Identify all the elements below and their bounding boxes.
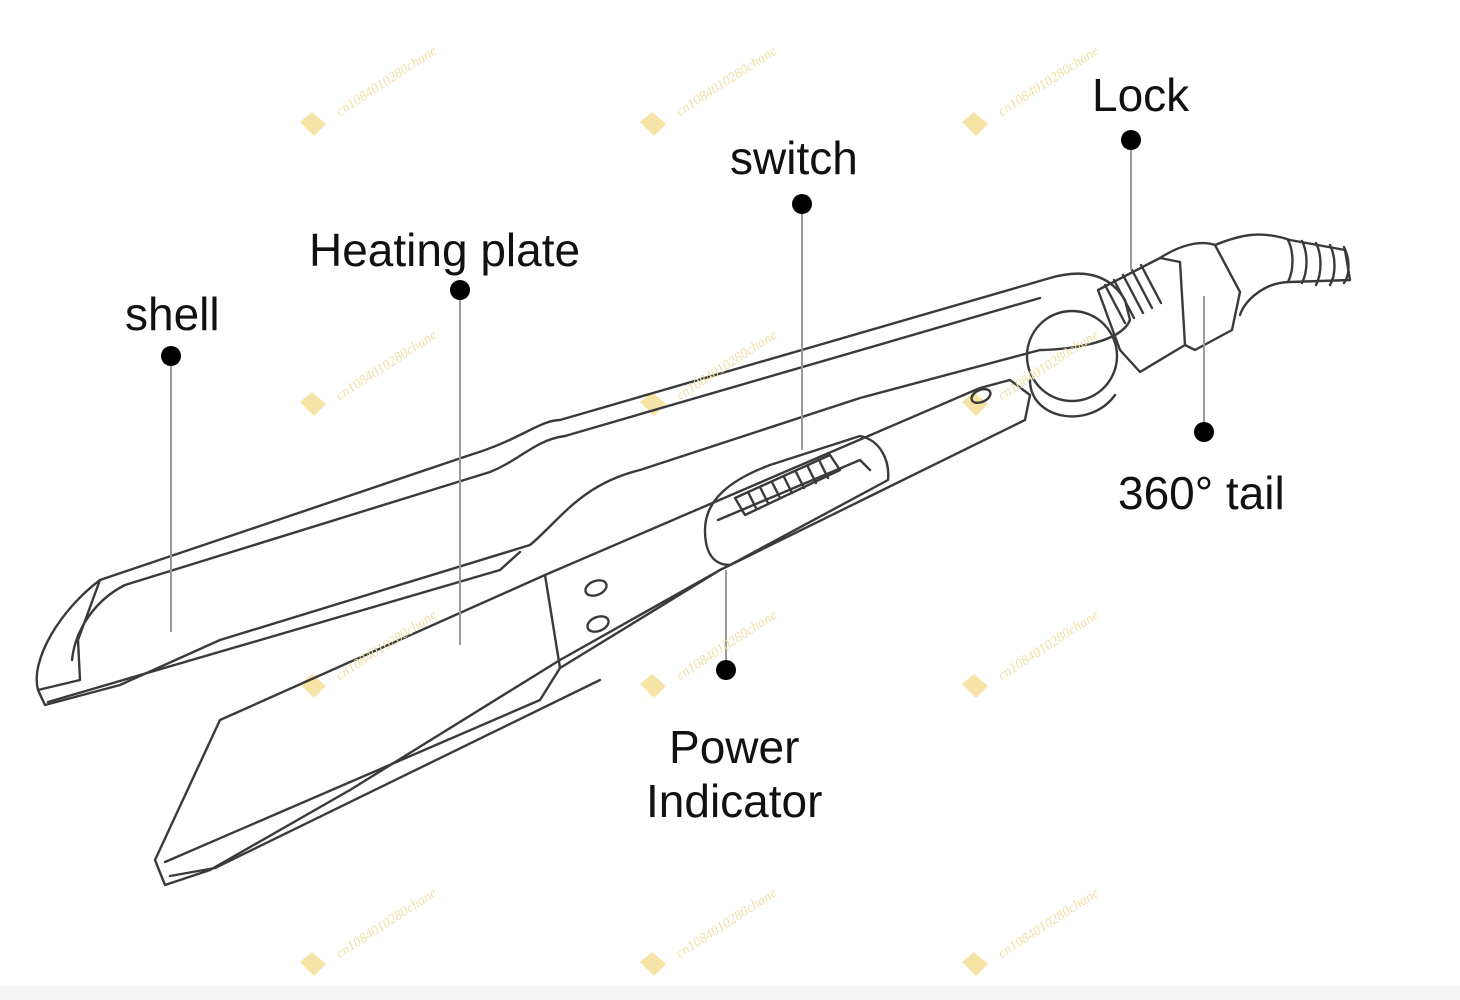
- bracket-hole-1: [584, 579, 608, 597]
- dot-power: [716, 660, 736, 680]
- label-switch: switch: [730, 132, 858, 184]
- upper-arm-inner: [70, 296, 1042, 662]
- label-360-tail: 360° tail: [1118, 467, 1285, 519]
- lock-ridges: [1103, 263, 1163, 325]
- upper-arm-outline: [35, 272, 1132, 707]
- switch-housing: [703, 434, 890, 567]
- bracket-hole-2: [586, 615, 610, 633]
- label-power-line1: Power: [669, 721, 800, 773]
- hinge-knob-rim: [1028, 378, 1117, 418]
- bottom-strip: [0, 986, 1460, 1000]
- tail-sleeve: [1158, 241, 1242, 352]
- dot-lock: [1121, 130, 1141, 150]
- heating-plate-inner: [163, 666, 562, 864]
- label-shell: shell: [125, 288, 220, 340]
- switch-ridges: [746, 460, 830, 510]
- plate-bracket: [543, 568, 722, 670]
- dot-switch: [792, 194, 812, 214]
- dot-heating-plate: [450, 280, 470, 300]
- heating-plate-edge: [168, 678, 602, 878]
- label-lock: Lock: [1092, 69, 1190, 121]
- label-heating-plate: Heating plate: [309, 224, 581, 276]
- label-power-indicator: Power Indicator: [646, 720, 822, 828]
- upper-arm-edge: [46, 550, 522, 704]
- watermark-marks: [300, 112, 988, 976]
- cord-coils: [1286, 238, 1350, 287]
- label-power-line2: Indicator: [646, 775, 823, 827]
- dot-shell: [161, 346, 181, 366]
- dot-tail: [1194, 422, 1214, 442]
- indicator-light: [970, 387, 992, 405]
- upper-arm-tip: [36, 578, 102, 692]
- hinge-knob: [1025, 309, 1119, 403]
- lock-collar: [1096, 256, 1187, 374]
- switch-slider: [733, 453, 842, 517]
